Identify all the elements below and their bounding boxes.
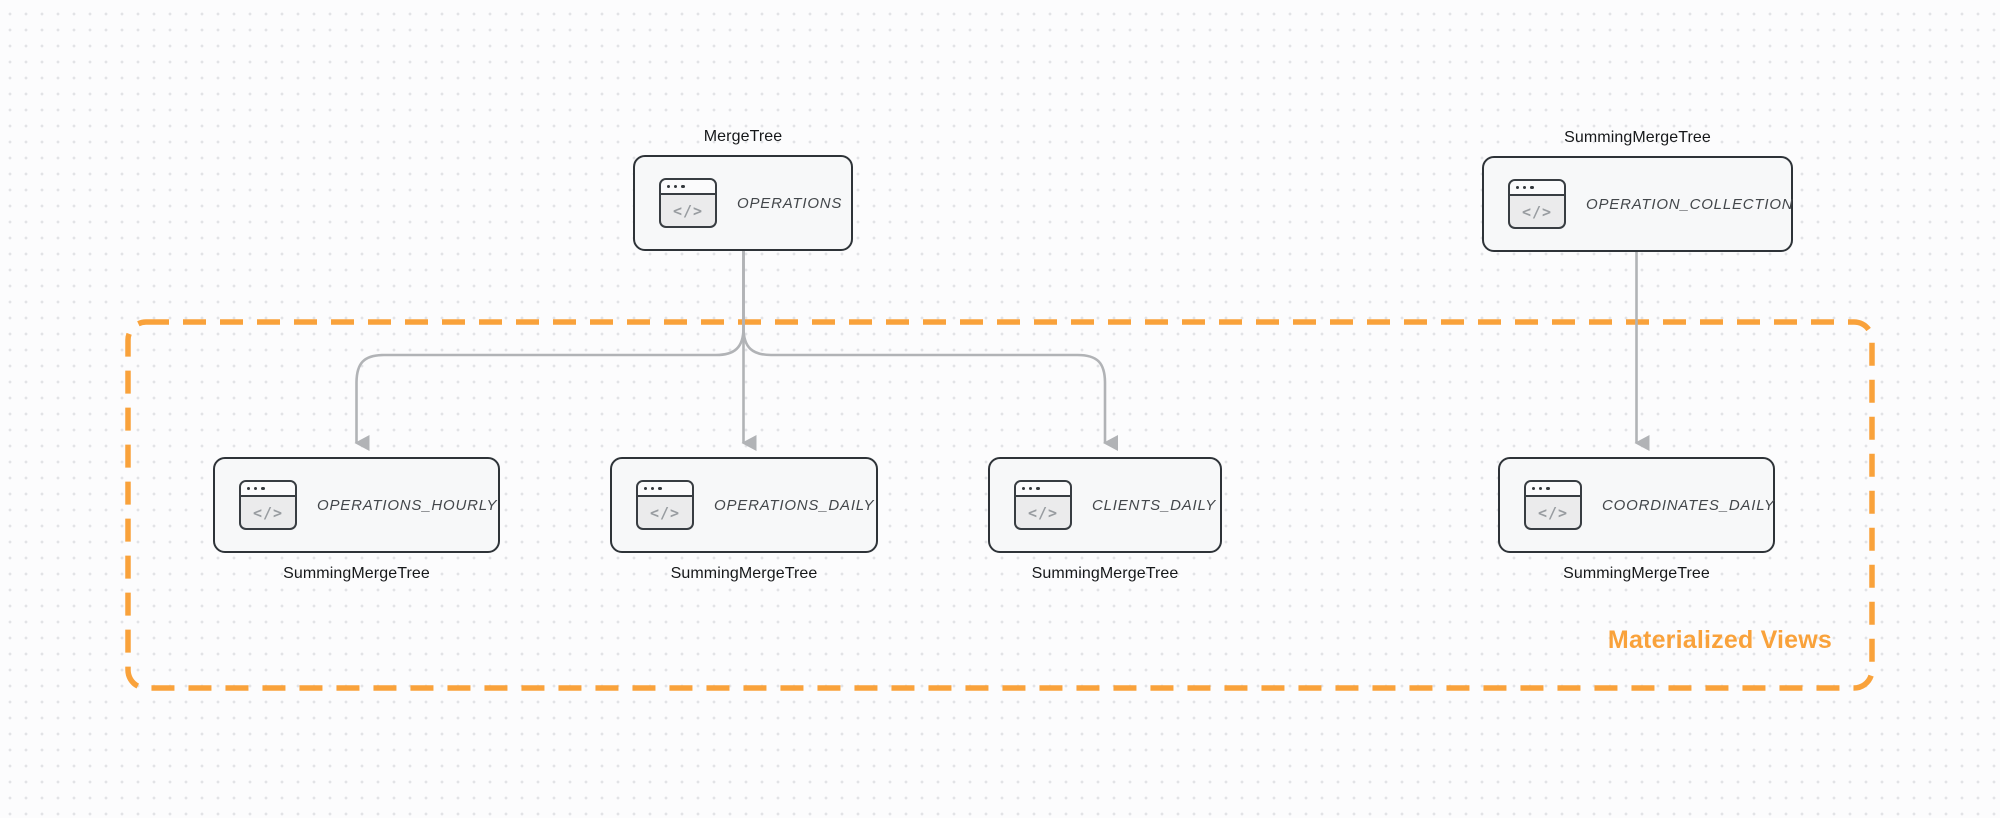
node-operation-collection[interactable]: SummingMergeTree </> OPERATION_COLLECTIO… <box>1482 127 1793 252</box>
edge-operations-to-clients-daily <box>742 251 1118 451</box>
node-operations-box[interactable]: </> OPERATIONS <box>633 155 853 251</box>
window-dot-icon <box>644 486 648 491</box>
window-dot-icon <box>674 184 678 189</box>
code-window-titlebar <box>1526 482 1580 497</box>
window-dot-icon <box>254 486 258 491</box>
window-dot-icon <box>1530 185 1534 190</box>
code-glyph: </> <box>252 503 284 522</box>
table-name: COORDINATES_DAILY <box>1602 496 1775 514</box>
node-operations[interactable]: MergeTree </> OPERATIONS <box>633 126 853 251</box>
code-window-icon: </> <box>239 480 297 530</box>
window-dot-icon <box>1516 185 1520 190</box>
node-coordinates-daily[interactable]: </> COORDINATES_DAILY SummingMergeTree <box>1498 457 1775 584</box>
code-window-titlebar <box>241 482 295 497</box>
engine-label: SummingMergeTree <box>1031 565 1179 582</box>
window-dot-icon <box>1532 486 1536 491</box>
node-operations-daily[interactable]: </> OPERATIONS_DAILY SummingMergeTree <box>610 457 878 584</box>
window-dot-icon <box>1029 486 1033 491</box>
code-glyph: </> <box>672 201 704 220</box>
window-dot-icon <box>247 486 251 491</box>
node-operations-hourly-box[interactable]: </> OPERATIONS_HOURLY <box>213 457 500 553</box>
edge-operations-to-operations-hourly <box>354 251 745 451</box>
node-clients-daily-box[interactable]: </> CLIENTS_DAILY <box>988 457 1222 553</box>
engine-label: SummingMergeTree <box>1563 565 1710 582</box>
engine-label: SummingMergeTree <box>670 565 818 582</box>
code-window-icon: </> <box>1524 480 1582 530</box>
code-window-icon: </> <box>1014 480 1072 530</box>
code-window-titlebar <box>1510 181 1564 196</box>
code-glyph: </> <box>1521 202 1553 221</box>
code-window-icon: </> <box>1508 179 1566 229</box>
window-dot-icon <box>651 486 655 491</box>
code-window-icon: </> <box>636 480 694 530</box>
engine-label: SummingMergeTree <box>1564 129 1711 146</box>
code-glyph: </> <box>649 503 681 522</box>
window-dot-icon <box>681 184 685 189</box>
window-dot-icon <box>667 184 671 189</box>
engine-label: MergeTree <box>703 128 783 145</box>
table-name: OPERATIONS <box>737 194 843 212</box>
code-glyph: </> <box>1537 503 1569 522</box>
node-coordinates-daily-box[interactable]: </> COORDINATES_DAILY <box>1498 457 1775 553</box>
table-name: OPERATIONS_DAILY <box>714 496 875 514</box>
engine-label: SummingMergeTree <box>283 565 430 582</box>
window-dot-icon <box>1546 486 1550 491</box>
window-dot-icon <box>261 486 265 491</box>
table-name: OPERATIONS_HOURLY <box>317 496 498 514</box>
window-dot-icon <box>1523 185 1527 190</box>
window-dot-icon <box>1036 486 1040 491</box>
table-name: CLIENTS_DAILY <box>1092 496 1217 514</box>
code-window-icon: </> <box>659 178 717 228</box>
table-name: OPERATION_COLLECTION <box>1586 195 1794 213</box>
materialized-views-group-label: Materialized Views <box>1607 626 1832 654</box>
code-window-titlebar <box>661 180 715 195</box>
window-dot-icon <box>1539 486 1543 491</box>
code-window-titlebar <box>1016 482 1070 497</box>
node-clients-daily[interactable]: </> CLIENTS_DAILY SummingMergeTree <box>988 457 1222 584</box>
window-dot-icon <box>658 486 662 491</box>
code-glyph: </> <box>1027 503 1059 522</box>
node-operations-hourly[interactable]: </> OPERATIONS_HOURLY SummingMergeTree <box>213 457 500 584</box>
node-operation-collection-box[interactable]: </> OPERATION_COLLECTION <box>1482 156 1793 252</box>
node-operations-daily-box[interactable]: </> OPERATIONS_DAILY <box>610 457 878 553</box>
window-dot-icon <box>1022 486 1026 491</box>
code-window-titlebar <box>638 482 692 497</box>
